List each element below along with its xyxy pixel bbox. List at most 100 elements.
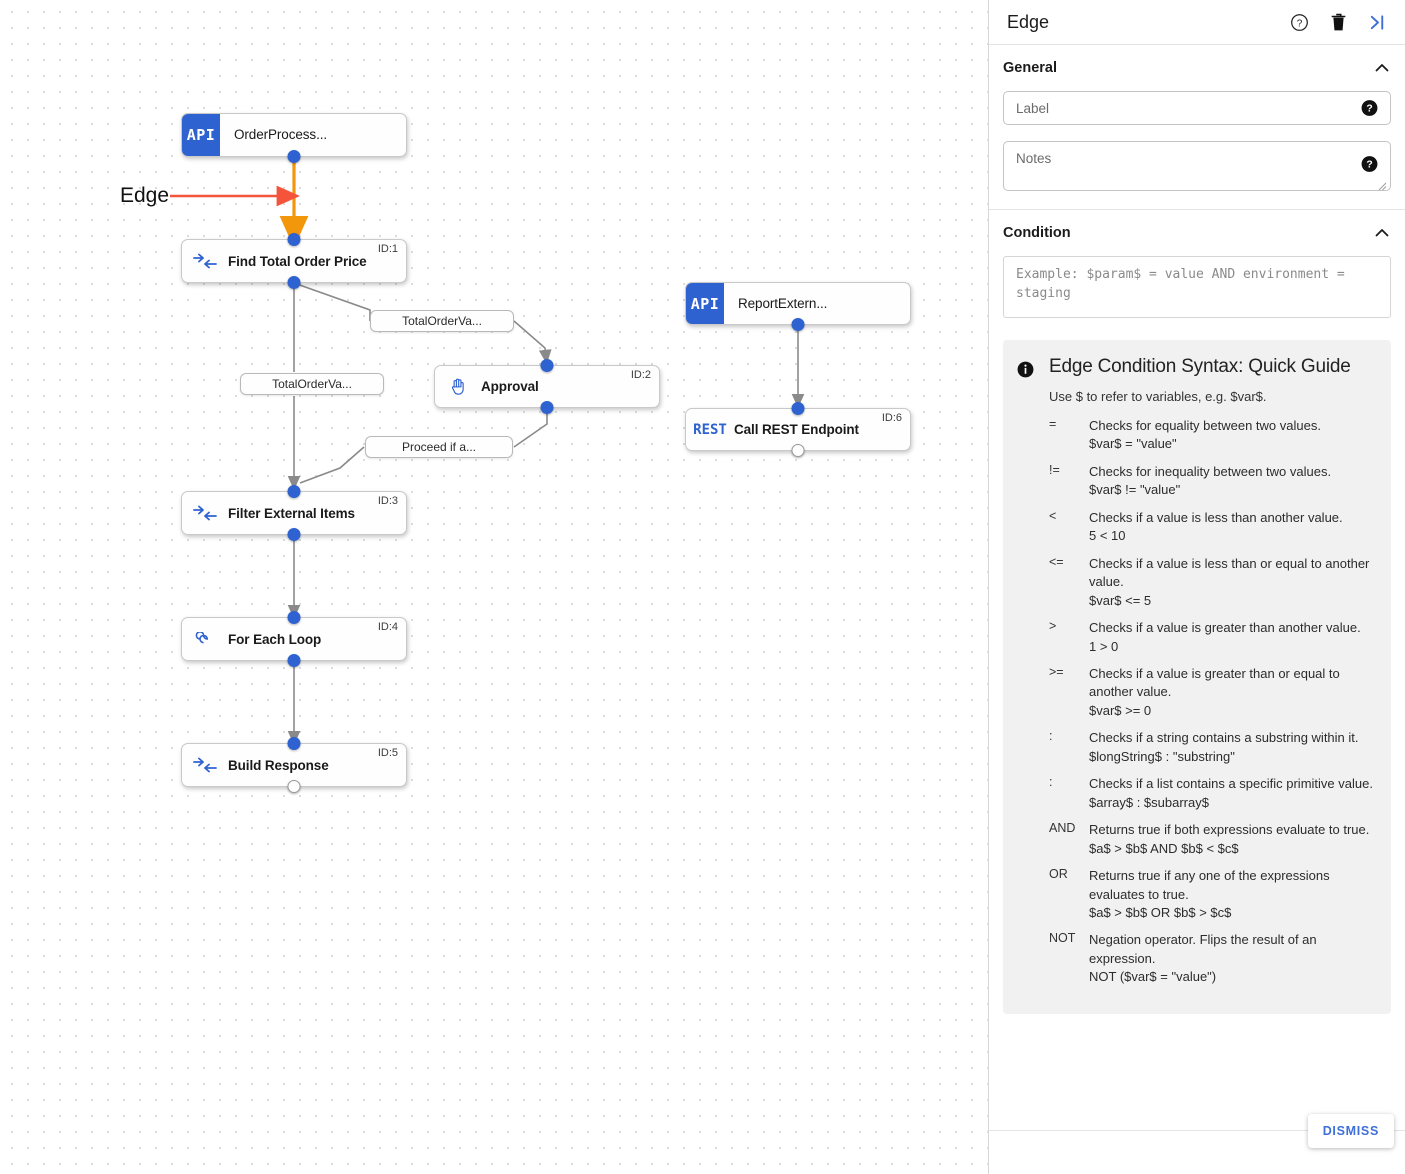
section-condition-header[interactable]: Condition: [1003, 224, 1391, 242]
rest-badge-icon: REST: [693, 421, 727, 438]
operator-row: <= Checks if a value is less than or equa…: [1049, 555, 1377, 610]
node-approval[interactable]: Approval ID:2: [434, 359, 660, 414]
edge-label-proceed-if-approved[interactable]: Proceed if a...: [365, 436, 513, 458]
node-title: Build Response: [228, 757, 329, 773]
node-port-in[interactable]: [287, 485, 301, 498]
converge-arrows-icon: [182, 253, 228, 269]
operator-description: Checks if a value is greater than anothe…: [1089, 620, 1361, 636]
help-icon[interactable]: ?: [1289, 12, 1309, 32]
label-field[interactable]: Label ?: [1003, 91, 1391, 125]
operator-symbol: <=: [1049, 554, 1064, 569]
trash-icon[interactable]: [1328, 12, 1348, 32]
infinity-icon: [182, 632, 228, 646]
edge-label-total-order-value-1[interactable]: TotalOrderVa...: [370, 310, 514, 332]
section-general-header[interactable]: General: [1003, 59, 1391, 77]
node-port-out[interactable]: [540, 401, 554, 414]
operator-symbol: !=: [1049, 462, 1060, 477]
node-port-in[interactable]: [287, 737, 301, 750]
operator-description: Checks if a value is less than or equal …: [1089, 555, 1370, 590]
info-icon: [1017, 356, 1035, 996]
operator-example: $a$ > $b$ AND $b$ < $c$: [1089, 840, 1239, 856]
node-filter-external-items[interactable]: Filter External Items ID:3: [181, 485, 407, 541]
guide-title: Edge Condition Syntax: Quick Guide: [1049, 356, 1351, 377]
node-id-label: ID:2: [630, 369, 651, 381]
operator-symbol: :: [1049, 775, 1053, 790]
node-port-in[interactable]: [540, 359, 554, 372]
operator-row: != Checks for inequality between two valu…: [1049, 463, 1377, 500]
node-report-external[interactable]: API ReportExtern...: [685, 282, 911, 331]
operator-symbol: AND: [1049, 821, 1076, 836]
guide-subtitle: Use $ to refer to variables, e.g. $var$.: [1049, 389, 1267, 404]
operator-symbol: =: [1049, 417, 1057, 431]
operator-symbol: NOT: [1049, 931, 1076, 946]
operator-example: 5 < 10: [1089, 528, 1126, 544]
node-for-each-loop[interactable]: For Each Loop ID:4: [181, 611, 407, 667]
node-port-out[interactable]: [287, 654, 301, 667]
operator-row: <Checks if a value is less than another …: [1049, 509, 1377, 546]
operator-row: = Checks for equality between two values.…: [1049, 417, 1377, 454]
node-port-out[interactable]: [287, 780, 301, 793]
operator-row: :Checks if a list contains a specific pr…: [1049, 775, 1377, 812]
node-port-in[interactable]: [791, 402, 805, 415]
operator-description: Negation operator. Flips the result of a…: [1089, 932, 1317, 966]
operator-row: NOT Negation operator. Flips the result o…: [1049, 931, 1377, 986]
notes-field[interactable]: Notes ?: [1003, 141, 1391, 191]
operator-description: Checks for equality between two values.: [1089, 418, 1321, 433]
condition-input[interactable]: Example: $param$ = value AND environment…: [1003, 256, 1391, 318]
operator-symbol: >=: [1049, 664, 1064, 679]
operator-description: Checks for inequality between two values…: [1089, 463, 1332, 479]
operator-example: 1 > 0: [1089, 638, 1119, 654]
edge-properties-panel: Edge ?: [988, 0, 1405, 1174]
operator-example: $longString$ : "substring": [1089, 748, 1235, 764]
edge-label-total-order-value-2[interactable]: TotalOrderVa...: [240, 373, 384, 395]
node-title: Call REST Endpoint: [734, 422, 859, 437]
node-title: ReportExtern...: [738, 295, 828, 311]
edge-annotation-label: Edge: [120, 184, 170, 207]
label-help-icon[interactable]: ?: [1361, 100, 1378, 117]
panel-body: General Label ?: [989, 45, 1405, 1130]
operator-description: Checks if a value is greater than or equ…: [1089, 665, 1340, 700]
node-id-label: ID:1: [377, 243, 398, 255]
operator-row: >Checks if a value is greater than anoth…: [1049, 619, 1377, 656]
notes-resize-handle[interactable]: [1377, 178, 1387, 191]
section-general: General Label ?: [989, 45, 1405, 210]
operator-symbol: :: [1049, 729, 1053, 744]
node-order-process[interactable]: API OrderProcess...: [181, 113, 407, 163]
page-title: Edge: [1007, 11, 1050, 32]
collapse-panel-icon[interactable]: [1367, 12, 1387, 32]
hand-icon: [435, 376, 481, 397]
node-title: OrderProcess...: [234, 127, 328, 142]
chevron-up-icon[interactable]: [1373, 224, 1391, 242]
node-port-out[interactable]: [791, 318, 805, 331]
node-find-total-order-price[interactable]: Find Total Order Price ID:1: [181, 233, 407, 289]
operator-list: = Checks for equality between two values.…: [1049, 417, 1377, 987]
operator-row: >= Checks if a value is greater than or e…: [1049, 665, 1377, 720]
node-id-label: ID:6: [881, 412, 902, 424]
flow-canvas[interactable]: Edge API OrderProcess... Find Total: [0, 0, 988, 1174]
operator-row: :Checks if a string contains a substring…: [1049, 729, 1377, 766]
node-call-rest-endpoint[interactable]: REST Call REST Endpoint ID:6: [685, 402, 911, 457]
operator-example: NOT ($var$ = "value"): [1089, 969, 1217, 985]
node-title: Filter External Items: [228, 505, 355, 521]
node-port-out[interactable]: [791, 444, 805, 457]
svg-text:?: ?: [1366, 160, 1372, 171]
condition-syntax-guide: Edge Condition Syntax: Quick Guide Use $…: [1003, 340, 1391, 1014]
node-port-out[interactable]: [287, 528, 301, 541]
dismiss-button[interactable]: DISMISS: [1307, 1114, 1394, 1148]
converge-arrows-icon: [182, 505, 228, 521]
operator-example: $a$ > $b$ OR $b$ > $c$: [1089, 904, 1232, 920]
label-field-placeholder: Label: [1016, 100, 1050, 116]
operator-example: $var$ <= 5: [1089, 592, 1152, 608]
node-port-in[interactable]: [287, 611, 301, 624]
operator-example: $array$ : $subarray$: [1089, 794, 1209, 810]
svg-text:?: ?: [1366, 104, 1372, 115]
node-id-label: ID:5: [377, 747, 398, 759]
chevron-up-icon[interactable]: [1373, 59, 1391, 77]
node-port-out[interactable]: [287, 150, 301, 163]
node-port-in[interactable]: [287, 233, 301, 246]
node-build-response[interactable]: Build Response ID:5: [181, 737, 407, 793]
node-port-out[interactable]: [287, 276, 301, 289]
notes-help-icon[interactable]: ?: [1361, 156, 1378, 173]
